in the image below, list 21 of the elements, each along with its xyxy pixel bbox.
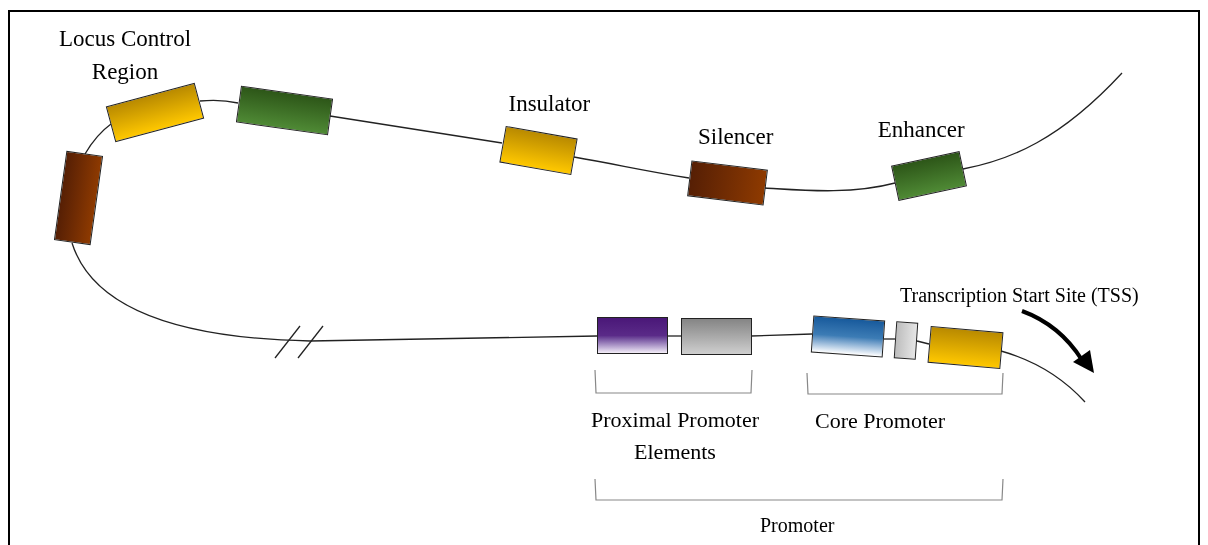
regulatory-element-box [893, 320, 919, 360]
dna-strand [573, 156, 690, 179]
region-label: Transcription Start Site (TSS) [900, 283, 1139, 309]
regulatory-element-box [680, 317, 752, 355]
regulatory-element-box [927, 325, 1003, 369]
region-label: Core Promoter [815, 407, 946, 435]
dna-strand [71, 242, 598, 342]
dna-strand [764, 182, 896, 192]
regulatory-element-box [596, 316, 668, 354]
dna-strand [329, 115, 503, 144]
dna-strand [962, 72, 1123, 170]
regulatory-element-box [810, 315, 886, 357]
element-label: Locus Control Region [58, 24, 193, 86]
element-label: Silencer [697, 122, 773, 151]
element-label: Insulator [507, 88, 590, 117]
dna-strand [84, 123, 112, 155]
region-label: Proximal Promoter Elements [589, 406, 760, 466]
region-label: Promoter [760, 513, 835, 538]
dna-strand [666, 335, 682, 337]
dna-strand [199, 99, 239, 104]
element-label: Enhancer [877, 116, 965, 145]
